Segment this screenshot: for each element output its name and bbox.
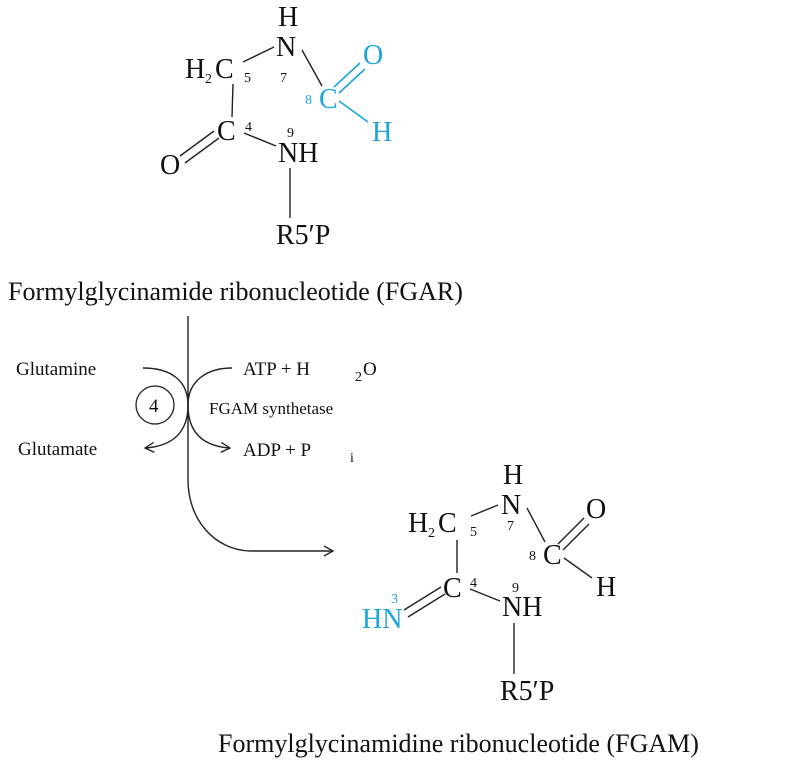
fgar-h2c-h: H — [185, 54, 205, 85]
bond-n7-c8 — [526, 507, 546, 543]
fgam-h2c-sub: 2 — [428, 526, 435, 541]
atp-in-curve — [187, 367, 233, 406]
fgam-h-top: H — [503, 460, 523, 491]
bond-n7-c8 — [301, 49, 323, 87]
bond-c8-h — [338, 100, 369, 123]
fgam-nh: NH — [502, 592, 542, 623]
step-circle — [135, 385, 175, 425]
adp-out-curve — [187, 404, 232, 453]
fgar-name: Formylglycinamide ribonucleotide (FGAR) — [8, 277, 463, 306]
fgar-c4-num: 4 — [245, 120, 252, 135]
bond-c5-c4 — [231, 83, 234, 118]
bond-c4-o-1 — [179, 130, 215, 157]
fgam-n7: N — [501, 490, 521, 521]
bond-c4-n3-1 — [403, 586, 442, 611]
glutamate-out-curve — [143, 404, 189, 453]
step-number: 4 — [149, 396, 159, 417]
fgam-c8-num: 8 — [529, 549, 536, 564]
fgar-o-carb: O — [160, 150, 180, 181]
glutamine-label: Glutamine — [16, 359, 96, 380]
bond-c5-n7 — [242, 46, 275, 63]
fgar-nh: NH — [278, 138, 318, 169]
fgar-c4: C — [217, 116, 236, 147]
main-arrow — [187, 316, 335, 557]
glutamate-label: Glutamate — [18, 439, 97, 460]
fgar-n7-num: 7 — [280, 71, 287, 86]
fgam-hn: HN — [362, 604, 402, 635]
fgar-h2c-sub: 2 — [205, 72, 212, 87]
bond-c8-o-1 — [333, 62, 361, 88]
bond-c8-o-2 — [562, 523, 590, 551]
fgam-h-ald: H — [596, 572, 616, 603]
fgam-h2c-c: C — [438, 508, 457, 539]
fgam-n7-num: 7 — [507, 519, 514, 534]
adp-sub: i — [350, 451, 354, 466]
bond-c8-o-2 — [338, 68, 366, 94]
fgar-h2c-c: C — [215, 54, 234, 85]
bond-c4-n3-2 — [407, 593, 446, 618]
fgar-c5-num: 5 — [244, 71, 251, 86]
fgam-o-ald: O — [586, 494, 606, 525]
adp-label: ADP + P — [243, 440, 311, 461]
fgar-h-ald: H — [372, 117, 392, 148]
fgam-n9-num: 9 — [512, 581, 519, 596]
bond-c4-o-2 — [184, 137, 220, 164]
fgar-r5p: R5′P — [276, 220, 330, 251]
fgar-n7: N — [276, 32, 296, 63]
enzyme-label: FGAM synthetase — [209, 399, 333, 418]
fgar-c8: C — [319, 84, 338, 115]
fgam-c8: C — [543, 540, 562, 571]
bond-c8-h — [563, 557, 593, 579]
fgar-structure: H N 7 H 2 C 5 C 8 O H C 4 O 9 NH R5′P — [160, 2, 392, 251]
atp-label: ATP + H — [243, 359, 310, 380]
fgar-c8-num: 8 — [305, 93, 312, 108]
bond-c5-n7 — [470, 504, 499, 517]
fgam-name: Formylglycinamidine ribonucleotide (FGAM… — [218, 729, 699, 758]
fgam-n3-num: 3 — [391, 592, 398, 607]
fgam-c5-num: 5 — [470, 525, 477, 540]
reaction-arrow — [135, 316, 335, 557]
glutamine-in-curve — [142, 367, 189, 406]
fgam-c4: C — [443, 573, 462, 604]
fgam-structure: H N 7 H 2 C 5 C 8 O H C 4 HN 3 9 NH R5′P — [362, 460, 616, 707]
fgar-h-top: H — [278, 2, 298, 33]
bond-c8-o-1 — [557, 517, 585, 545]
atp-sub: 2 — [355, 370, 362, 385]
fgam-c4-num: 4 — [470, 576, 477, 591]
fgam-r5p: R5′P — [500, 676, 554, 707]
bond-c4-n9 — [243, 132, 277, 147]
fgam-h2c-h: H — [408, 508, 428, 539]
atp-o: O — [363, 359, 377, 380]
fgar-o-ald: O — [363, 40, 383, 71]
fgar-n9-num: 9 — [287, 126, 294, 141]
bond-c4-n9 — [469, 588, 501, 602]
